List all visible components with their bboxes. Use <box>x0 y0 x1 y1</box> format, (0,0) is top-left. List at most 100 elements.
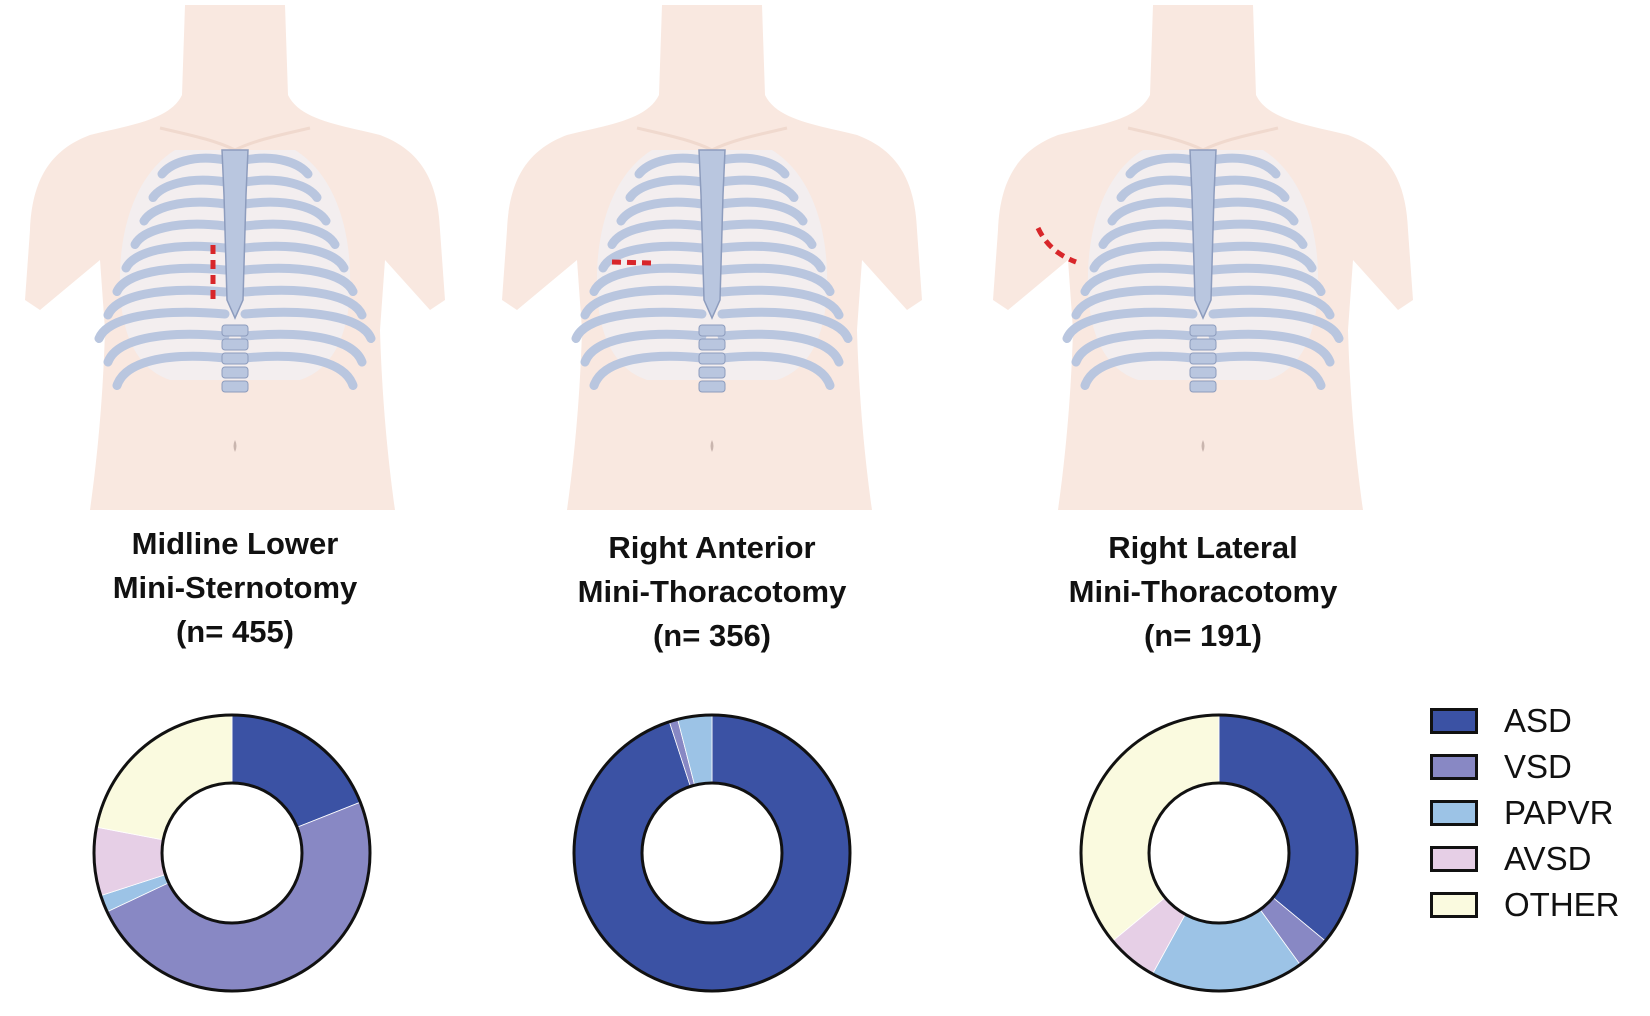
legend-item-papvr: PAPVR <box>1430 792 1645 838</box>
rib-shape <box>1208 153 1281 179</box>
rib-shape <box>717 351 835 390</box>
rib-shape <box>94 307 230 343</box>
approach-n-label: (n= 191) <box>1143 618 1263 653</box>
rib-shape <box>103 329 230 367</box>
torso-illustration <box>993 5 1413 510</box>
legend: ASD VSD PAPVR AVSD OTHER <box>1430 700 1645 930</box>
rib-shape <box>240 329 367 367</box>
rib-shape <box>139 197 230 226</box>
legend-swatch <box>1430 892 1478 918</box>
vertebra-shape <box>221 366 249 379</box>
rib-shape <box>717 285 844 320</box>
rib-shape <box>240 241 349 273</box>
donut-outer-ring <box>572 713 852 993</box>
rib-shape <box>112 263 230 296</box>
panel-right-anterior-mini-thoracotomy: Right Anterior Mini-Thoracotomy (n= 356) <box>477 0 947 1016</box>
vertebra-shape <box>1189 352 1217 365</box>
rib-shape <box>1208 263 1326 296</box>
legend-label: ASD <box>1504 702 1572 739</box>
torso-illustration <box>25 5 445 510</box>
sternum-shape <box>1189 149 1217 320</box>
clavicle-shape <box>636 126 788 152</box>
rib-shape <box>1062 307 1198 343</box>
legend-label: OTHER <box>1504 886 1620 923</box>
vertebra-shape <box>1189 324 1217 337</box>
vertebra-shape <box>1189 366 1217 379</box>
approach-n-label: (n= 356) <box>652 618 772 653</box>
rib-shape <box>1080 351 1198 390</box>
vertebra-shape <box>221 324 249 337</box>
rib-shape <box>634 153 707 179</box>
legend-label: AVSD <box>1504 840 1592 877</box>
approach-title: Right Anterior Mini-Thoracotomy (n= 356) <box>477 526 947 658</box>
approach-name-line2: Mini-Thoracotomy <box>577 574 847 609</box>
navel-shape <box>710 440 714 452</box>
rib-shape <box>1208 197 1299 226</box>
rib-shape <box>103 285 230 320</box>
rib-shape <box>1116 175 1198 202</box>
rib-shape <box>240 175 322 202</box>
legend-item-asd: ASD <box>1430 700 1645 746</box>
rib-shape <box>717 197 808 226</box>
vertebra-shape <box>698 366 726 379</box>
rib-shape <box>112 351 230 390</box>
sternum-shape <box>698 149 726 320</box>
torso-illustration <box>502 5 922 510</box>
rib-shape <box>717 241 826 273</box>
legend-item-other: OTHER <box>1430 884 1645 930</box>
donut-hole <box>1147 781 1291 925</box>
rib-shape <box>616 197 707 226</box>
legend-swatch <box>1430 846 1478 872</box>
rib-shape <box>580 285 707 320</box>
rib-shape <box>1208 219 1308 249</box>
rib-shape <box>1098 219 1198 249</box>
vertebra-shape <box>698 324 726 337</box>
vertebra-shape <box>221 352 249 365</box>
legend-label: PAPVR <box>1504 794 1614 831</box>
rib-shape <box>607 219 707 249</box>
rib-shape <box>240 351 358 390</box>
donut-outer-ring <box>1079 713 1359 993</box>
approach-n-label: (n= 455) <box>175 614 295 649</box>
rib-shape <box>717 329 844 367</box>
rib-shape <box>1080 263 1198 296</box>
rib-shape <box>1208 351 1326 390</box>
approach-name-line1: Midline Lower <box>131 526 339 561</box>
rib-shape <box>1089 241 1198 273</box>
rib-shape <box>598 241 707 273</box>
rib-shape <box>625 175 707 202</box>
rib-shape <box>148 175 230 202</box>
vertebra-shape <box>221 380 249 393</box>
rib-shape <box>1208 329 1335 367</box>
approach-title: Midline Lower Mini-Sternotomy (n= 455) <box>0 522 470 654</box>
rib-shape <box>1208 307 1344 343</box>
panel-midline-lower-mini-sternotomy: Midline Lower Mini-Sternotomy (n= 455) <box>0 0 470 1016</box>
rib-shape <box>240 285 367 320</box>
approach-name-line2: Mini-Sternotomy <box>112 570 358 605</box>
approach-name-line2: Mini-Thoracotomy <box>1068 574 1338 609</box>
sternum-shape <box>221 149 249 320</box>
rib-shape <box>240 153 313 179</box>
rib-shape <box>571 307 707 343</box>
rib-shape <box>589 263 707 296</box>
donut-chart-right-lateral-mini-thoracotomy <box>1079 713 1359 993</box>
navel-shape <box>233 440 237 452</box>
navel-shape <box>1201 440 1205 452</box>
approach-name-line1: Right Lateral <box>1108 530 1298 565</box>
rib-shape <box>717 175 799 202</box>
donut-hole <box>160 781 304 925</box>
vertebra-shape <box>698 380 726 393</box>
legend-swatch <box>1430 708 1478 734</box>
rib-shape <box>1208 241 1317 273</box>
donut-chart-midline-lower-mini-sternotomy <box>92 713 372 993</box>
clavicle-shape <box>159 126 311 152</box>
clavicle-shape <box>1127 126 1279 152</box>
donut-chart-right-anterior-mini-thoracotomy <box>572 713 852 993</box>
rib-shape <box>717 219 817 249</box>
rib-shape <box>717 153 790 179</box>
rib-shape <box>1208 285 1335 320</box>
rib-shape <box>1071 329 1198 367</box>
legend-item-avsd: AVSD <box>1430 838 1645 884</box>
legend-swatch <box>1430 754 1478 780</box>
rib-shape <box>717 263 835 296</box>
